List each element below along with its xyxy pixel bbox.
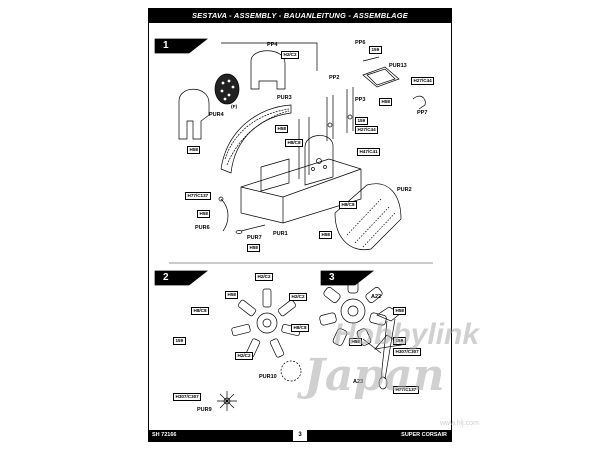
label-pur6: PUR6 [195,225,210,231]
tag-h8c8-a: H8/C8 [191,307,210,315]
tag-h8c8-a: H8/C8 [285,139,304,147]
part-pp4 [250,50,286,90]
tag-h58: H58 [225,291,239,299]
step-2-badge [154,270,209,286]
tag-159-b: 159 [355,117,368,125]
part-f-disk [214,73,240,105]
part-pur6 [220,198,229,232]
radial-engine-front [319,276,387,346]
page-footer: SH 72166 3 SUPER CORSAIR [149,430,451,441]
part-pur2 [334,183,402,251]
step-1-number: 1 [163,40,169,51]
tag-h58-a: H58 [275,125,289,133]
tag-h27c44-b: H27/C44 [355,126,379,134]
tag-h2c2-c: H2/C2 [235,352,254,360]
radial-engine-rear [231,288,301,358]
tag-159: 159 [173,337,186,345]
label-pur7: PUR7 [247,235,262,241]
part-pur9 [217,391,237,411]
part-pur10 [280,360,302,382]
tag-h58-f: H58 [247,244,261,252]
part-pur3 [220,104,292,174]
step-2-number: 2 [163,272,169,283]
footer-page-number: 3 [293,430,307,441]
tag-h77c137: H77/C137 [185,192,211,200]
label-pp4: PP4 [267,42,278,48]
tag-h58-d: H58 [197,210,211,218]
page-header: SESTAVA - ASSEMBLY - BAUANLEITUNG - ASSE… [149,9,451,23]
label-pp6: PP6 [355,40,366,46]
label-pur2: PUR2 [397,187,412,193]
tag-h307c307: H307/C307 [393,348,422,356]
label-pur13: PUR13 [389,63,407,69]
part-pp2 [326,95,334,141]
label-pur9: PUR9 [197,407,212,413]
label-a23: A23 [353,379,364,385]
label-pur10: PUR10 [259,374,277,380]
tag-h58-c: H58 [379,98,393,106]
tag-h2c2-a: H2/C2 [255,273,274,281]
step-3-badge [320,270,375,286]
tag-h58-b: H58 [187,146,201,154]
tag-h8c8-b: H8/C8 [291,324,310,332]
label-f: (F) [231,105,238,110]
part-pur4 [178,88,210,140]
step-1-badge [154,38,209,54]
tag-h47c41: H47/C41 [357,148,381,156]
part-pur7 [240,224,266,232]
tag-h2c2: H2/C2 [281,51,300,59]
part-pur1 [240,158,362,224]
label-pp2: PP2 [329,75,340,81]
tag-h27c44-a: H27/C44 [411,77,435,85]
tag-h58-b: H58 [349,338,363,346]
tag-h8c8-b: H8/C8 [339,201,358,209]
footer-product: SUPER CORSAIR [401,432,447,438]
tag-h307c307: H307/C307 [173,393,202,401]
part-seat [304,135,334,186]
footer-code: SH 72166 [152,432,177,438]
tag-h77c137: H77/C137 [393,386,419,394]
tag-h58-e: H58 [319,231,333,239]
part-pp7 [412,95,426,110]
label-pp3: PP3 [355,97,366,103]
label-pp7: PP7 [417,110,428,116]
label-a22: A22 [371,294,382,300]
part-pp6 [362,56,380,62]
label-pur4: PUR4 [209,112,224,118]
tag-h58-a: H58 [393,307,407,315]
part-pp3 [346,87,354,133]
tag-159-a: 159 [369,46,382,54]
part-pur13 [362,66,400,88]
label-pur1: PUR1 [273,231,288,237]
tag-h2c2-b: H2/C2 [289,293,308,301]
assembly-drawings [154,38,433,411]
instruction-page: SESTAVA - ASSEMBLY - BAUANLEITUNG - ASSE… [148,8,452,442]
step-3-number: 3 [329,272,335,283]
tag-159: 159 [393,337,406,345]
label-pur3: PUR3 [277,95,292,101]
